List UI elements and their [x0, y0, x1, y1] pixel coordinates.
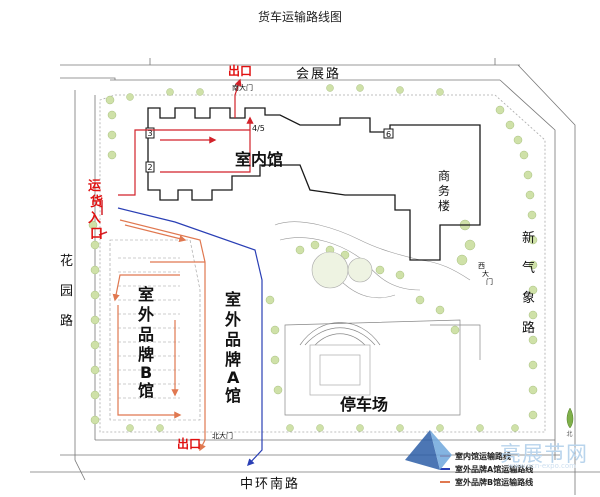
road-west-char: 路 [60, 313, 73, 329]
road-west: 花 园 路 [60, 253, 73, 329]
north-arrow-icon: 北 [567, 407, 574, 438]
north-gate-label: 北大门 [212, 431, 233, 440]
outdoor-a-char: 室 [225, 290, 241, 309]
entrance-char: 入 [88, 211, 101, 226]
exit-label-north: 出口 [228, 63, 252, 78]
business-building-label-2: 务 [438, 183, 450, 198]
entrance-label: 运 货 入 口 [88, 179, 103, 242]
watermark-logo-icon [405, 430, 452, 470]
outdoor-a-char: 外 [224, 310, 241, 329]
road-north: 会展路 [296, 66, 341, 82]
dock-boxes [145, 127, 394, 173]
landscape-plaza [274, 221, 471, 299]
road-south: 中环南路 [240, 476, 300, 492]
compass-label: 北 [567, 430, 573, 438]
outdoor-a-char: 馆 [225, 386, 241, 405]
outdoor-b-char: 牌 [138, 345, 154, 364]
indoor-hall-building [147, 107, 481, 261]
west-gate-label: 西 大 门 [478, 262, 493, 286]
entrance-char: 口 [90, 227, 103, 242]
entrance-char: 货 [90, 194, 103, 210]
parking-area [284, 319, 481, 416]
route-indoor-entry [98, 200, 108, 236]
dock-number-3: 3 [148, 129, 153, 138]
map-title: 货车运输路线图 [257, 10, 342, 24]
legend-item-a: 室外品牌A馆运输路线 [455, 464, 533, 474]
west-gate-char: 门 [486, 277, 493, 286]
outdoor-b-char: 馆 [138, 381, 154, 400]
road-west-char: 园 [60, 284, 73, 299]
road-east: 新 气 象 路 [522, 230, 535, 336]
road-lines [30, 58, 600, 495]
dock-number-4-5: 4/5 [252, 124, 265, 133]
dock-number-6: 6 [386, 130, 391, 139]
outdoor-a-char: 牌 [225, 350, 241, 369]
outdoor-a-char: 品 [225, 330, 241, 349]
business-building-label-3: 楼 [438, 198, 450, 213]
outdoor-b-char: B [140, 363, 152, 382]
entrance-char: 运 [88, 179, 101, 194]
outdoor-b-grid [109, 239, 201, 421]
watermark-text: 亮展节网 [500, 442, 588, 466]
outdoor-b-label: 室 外 品 牌 B 馆 [137, 285, 154, 400]
outdoor-a-char: A [227, 368, 240, 387]
route-indoor [118, 78, 254, 196]
west-gate-char: 西 [478, 262, 485, 270]
road-east-char: 路 [522, 320, 535, 336]
road-east-char: 象 [522, 291, 535, 306]
outdoor-b-char: 外 [137, 305, 154, 324]
exit-label-south: 出口 [177, 436, 201, 451]
road-east-char: 气 [522, 260, 535, 276]
outdoor-b-char: 室 [138, 285, 154, 304]
outdoor-a-label: 室 外 品 牌 A 馆 [224, 290, 241, 405]
route-outdoor-b [112, 219, 206, 452]
road-east-char: 新 [522, 230, 535, 246]
road-west-char: 花 [60, 253, 73, 269]
landscape-trees [88, 84, 538, 432]
west-gate-char: 大 [482, 269, 489, 278]
watermark-url: www.ocn-expo.com [508, 462, 576, 470]
south-gate-label: 南大门 [232, 83, 253, 92]
business-building-label-1: 商 [438, 168, 450, 183]
dock-number-2: 2 [148, 163, 153, 172]
indoor-hall-label: 室内馆 [235, 150, 283, 169]
outdoor-b-char: 品 [138, 325, 154, 344]
legend-item-b: 室外品牌B馆运输路线 [455, 477, 533, 487]
parking-label: 停车场 [340, 395, 388, 414]
route-outdoor-a [117, 207, 263, 467]
legend-item-indoor: 室内馆运输路线 [455, 451, 511, 461]
